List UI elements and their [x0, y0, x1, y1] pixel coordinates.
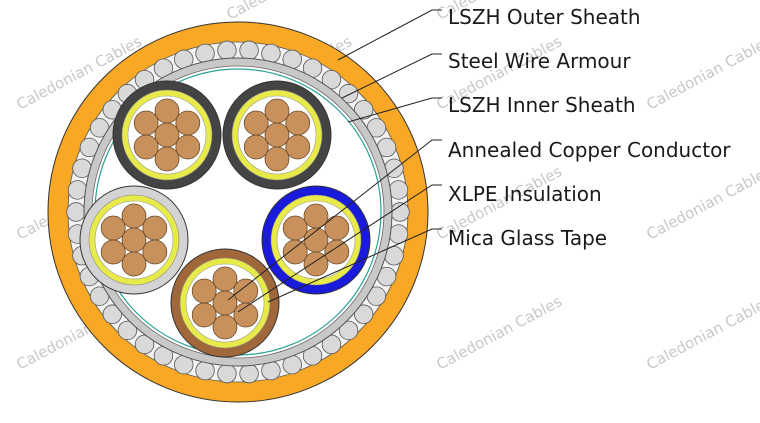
copper-strand — [154, 146, 180, 172]
copper-strand — [282, 239, 308, 265]
armour-wire — [117, 320, 138, 341]
core-grey — [79, 185, 189, 295]
copper-strand — [243, 134, 269, 160]
copper-strand — [121, 227, 147, 253]
copper-strand — [212, 314, 238, 340]
core-blue — [261, 185, 371, 295]
armour-wire — [217, 363, 237, 384]
leader-line — [341, 53, 442, 99]
copper-strand — [243, 110, 269, 136]
copper-strand — [264, 122, 290, 148]
core-black-2 — [222, 80, 332, 190]
copper-strand — [100, 215, 126, 241]
copper-strand — [233, 278, 259, 304]
leader-line — [347, 97, 442, 123]
watermark-text: Caledonian Cables — [643, 32, 760, 113]
armour-wire — [338, 83, 359, 104]
armour-wire — [353, 100, 374, 120]
copper-strand — [324, 215, 350, 241]
label-group: LSZH Outer Sheath Steel Wire Armour LSZH… — [448, 5, 731, 250]
copper-strand — [212, 290, 238, 316]
cable-cross-section — [47, 21, 429, 403]
armour-wire — [102, 304, 123, 324]
cores-group — [79, 80, 371, 358]
copper-strand — [264, 98, 290, 124]
copper-strand — [133, 110, 159, 136]
core-black-1 — [112, 80, 222, 190]
copper-strand — [191, 302, 217, 328]
copper-strand — [142, 215, 168, 241]
label-lszh-outer-sheath: LSZH Outer Sheath — [448, 5, 641, 29]
label-xlpe-insulation: XLPE Insulation — [448, 182, 602, 206]
label-annealed-copper-conductor: Annealed Copper Conductor — [448, 138, 731, 162]
armour-wire — [353, 304, 374, 324]
leader-line — [337, 9, 442, 61]
copper-strand — [121, 203, 147, 229]
copper-strand — [282, 215, 308, 241]
armour-wire — [239, 40, 259, 61]
leader-line — [267, 228, 442, 303]
armour-wire — [388, 180, 409, 200]
watermark-text: Caledonian Cables — [433, 292, 565, 373]
armour-wire — [338, 320, 359, 341]
copper-strand — [212, 266, 238, 292]
armour-wire — [66, 202, 86, 222]
copper-strand — [175, 110, 201, 136]
copper-strand — [303, 203, 329, 229]
copper-strand — [154, 122, 180, 148]
copper-strand — [100, 239, 126, 265]
label-mica-glass-tape: Mica Glass Tape — [448, 226, 607, 250]
copper-strand — [154, 98, 180, 124]
copper-strand — [142, 239, 168, 265]
watermark-text: Caledonian Cables — [223, 0, 355, 24]
core-brown — [170, 248, 280, 358]
leader-line — [227, 139, 442, 301]
armour-wire — [217, 40, 237, 61]
copper-strand — [285, 110, 311, 136]
armour-wire — [239, 363, 259, 384]
leader-lines — [227, 9, 442, 313]
copper-strand — [303, 251, 329, 277]
leader-line — [237, 184, 442, 313]
copper-strand — [121, 251, 147, 277]
copper-strand — [175, 134, 201, 160]
watermark-text: Caledonian Cables — [643, 292, 760, 373]
label-lszh-inner-sheath: LSZH Inner Sheath — [448, 93, 636, 117]
copper-strand — [324, 239, 350, 265]
copper-strand — [133, 134, 159, 160]
watermark-text: Caledonian Cables — [643, 162, 760, 243]
armour-wire — [67, 180, 88, 200]
copper-strand — [191, 278, 217, 304]
steel-wire-armour — [66, 40, 410, 384]
copper-strand — [233, 302, 259, 328]
copper-strand — [285, 134, 311, 160]
copper-strand — [264, 146, 290, 172]
label-steel-wire-armour: Steel Wire Armour — [448, 49, 631, 73]
